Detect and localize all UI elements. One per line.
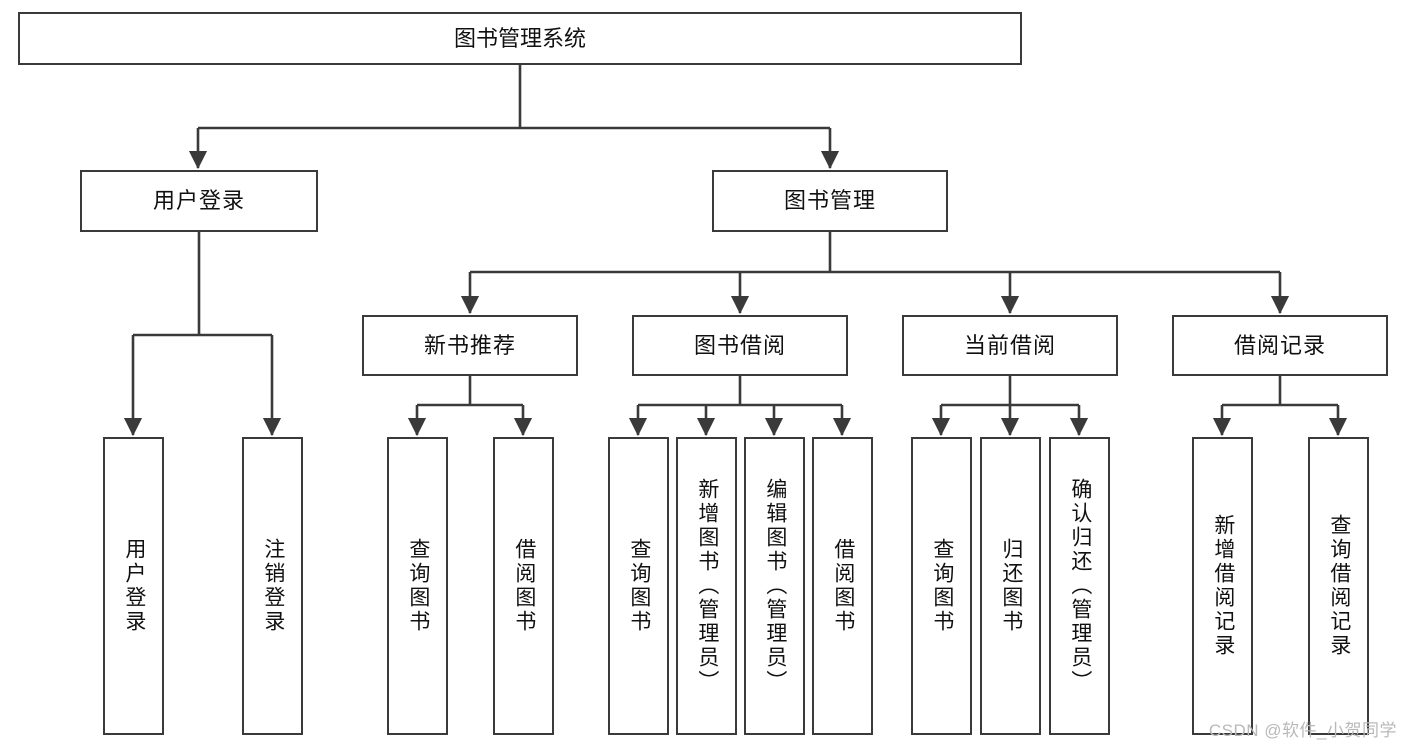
node-current-borrow-label: 当前借阅	[963, 332, 1056, 358]
node-leaf-query-book-3-label: 查询图书	[930, 538, 954, 634]
node-leaf-confirm-return-admin-label: 确认归还（管理员）	[1068, 478, 1092, 694]
node-current-borrow[interactable]: 当前借阅	[902, 315, 1118, 376]
node-new-book-recommend[interactable]: 新书推荐	[362, 315, 578, 376]
node-leaf-logout-login[interactable]: 注销登录	[242, 437, 303, 735]
node-leaf-add-book-admin-label: 新增图书（管理员）	[695, 478, 719, 694]
node-book-manage[interactable]: 图书管理	[712, 170, 948, 232]
node-leaf-borrow-book-1-label: 借阅图书	[512, 538, 536, 634]
node-leaf-user-login[interactable]: 用户登录	[103, 437, 164, 735]
node-borrow-record[interactable]: 借阅记录	[1172, 315, 1388, 376]
node-leaf-query-borrow-record-label: 查询借阅记录	[1327, 514, 1351, 658]
node-leaf-borrow-book-2-label: 借阅图书	[831, 538, 855, 634]
node-leaf-query-book-1[interactable]: 查询图书	[387, 437, 448, 735]
node-book-borrow[interactable]: 图书借阅	[632, 315, 848, 376]
node-leaf-borrow-book-1[interactable]: 借阅图书	[493, 437, 554, 735]
node-leaf-return-book[interactable]: 归还图书	[980, 437, 1041, 735]
node-root[interactable]: 图书管理系统	[18, 12, 1022, 65]
node-leaf-query-borrow-record[interactable]: 查询借阅记录	[1308, 437, 1369, 735]
csdn-watermark: CSDN @软件_小贺同学	[1208, 721, 1397, 740]
node-new-book-recommend-label: 新书推荐	[423, 332, 516, 358]
node-root-label: 图书管理系统	[453, 25, 586, 51]
node-book-borrow-label: 图书借阅	[693, 332, 786, 358]
node-leaf-query-book-3[interactable]: 查询图书	[911, 437, 972, 735]
node-leaf-add-borrow-record[interactable]: 新增借阅记录	[1192, 437, 1253, 735]
node-user-login[interactable]: 用户登录	[80, 170, 318, 232]
node-leaf-edit-book-admin[interactable]: 编辑图书（管理员）	[744, 437, 805, 735]
node-leaf-query-book-1-label: 查询图书	[406, 538, 430, 634]
node-leaf-logout-login-label: 注销登录	[261, 538, 285, 634]
node-leaf-user-login-label: 用户登录	[122, 538, 146, 634]
node-leaf-query-book-2-label: 查询图书	[627, 538, 651, 634]
node-leaf-borrow-book-2[interactable]: 借阅图书	[812, 437, 873, 735]
node-user-login-label: 用户登录	[152, 188, 245, 214]
node-leaf-query-book-2[interactable]: 查询图书	[608, 437, 669, 735]
node-leaf-return-book-label: 归还图书	[999, 538, 1023, 634]
node-leaf-confirm-return-admin[interactable]: 确认归还（管理员）	[1049, 437, 1110, 735]
node-borrow-record-label: 借阅记录	[1233, 332, 1326, 358]
node-leaf-edit-book-admin-label: 编辑图书（管理员）	[763, 478, 787, 694]
node-book-manage-label: 图书管理	[783, 188, 876, 214]
node-leaf-add-borrow-record-label: 新增借阅记录	[1211, 514, 1235, 658]
node-leaf-add-book-admin[interactable]: 新增图书（管理员）	[676, 437, 737, 735]
